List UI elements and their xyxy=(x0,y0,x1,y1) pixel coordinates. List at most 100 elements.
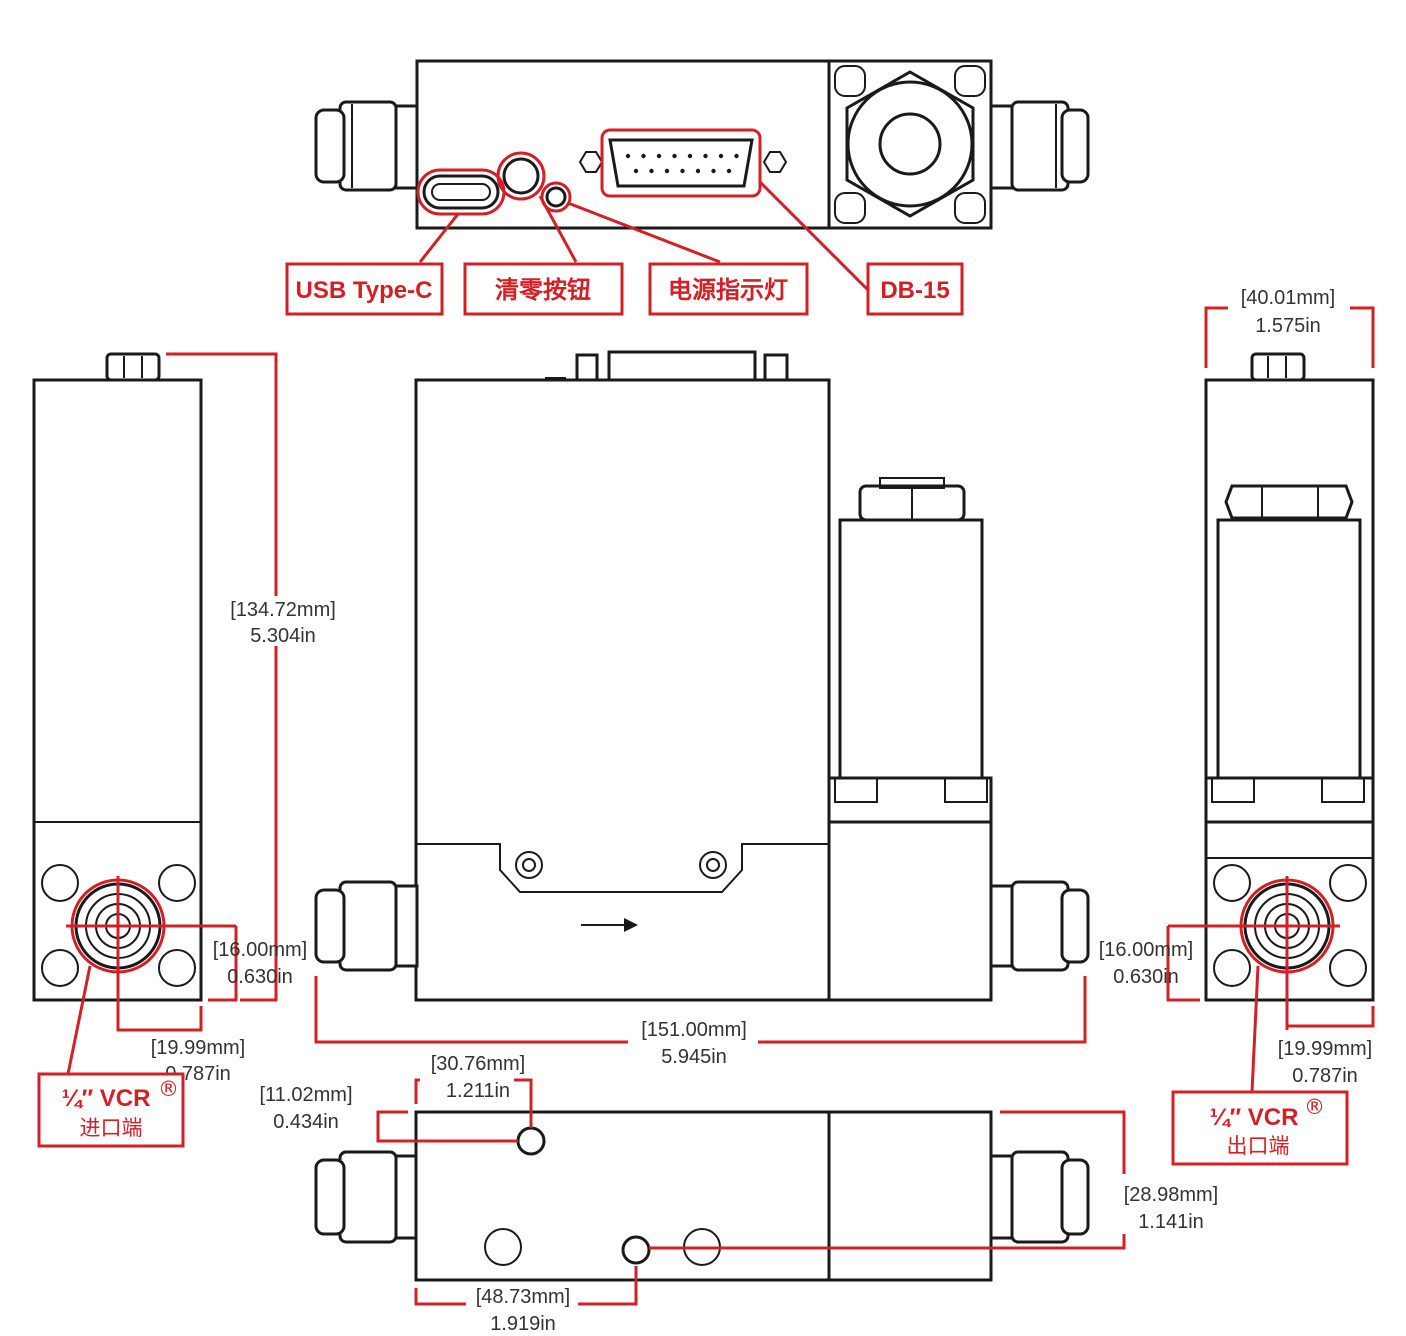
usb-leader xyxy=(418,213,460,263)
zero-leader xyxy=(538,195,578,263)
callout-usb-c: USB Type-C xyxy=(285,262,444,316)
usb-c-port xyxy=(422,174,500,210)
inlet-reg-mark: ® xyxy=(158,1077,179,1101)
right-port-offset-dim xyxy=(1285,1002,1375,1028)
hole-x2-in: 1.919in xyxy=(490,1313,556,1335)
left-port-height-mm: [16.00mm] xyxy=(213,939,307,961)
db15-pin xyxy=(641,153,646,159)
hole-x2-dim-left xyxy=(414,1288,466,1306)
outlet-callout xyxy=(1171,1090,1349,1166)
front-main-body xyxy=(414,378,831,1002)
db15-pin xyxy=(695,168,701,174)
left-top-connector xyxy=(105,352,161,382)
front-top-stud-right xyxy=(763,353,789,382)
left-side-view: [134.72mm] 5.304in [16.00mm] 0.630in [19… xyxy=(32,352,336,1148)
zero-highlight xyxy=(496,151,546,201)
right-valve-coil xyxy=(1216,518,1362,780)
db15-pin xyxy=(687,153,693,159)
db15-screw-right xyxy=(762,151,788,173)
hole-x1-dim-left xyxy=(414,1078,420,1104)
right-port-height-dim xyxy=(1166,926,1200,1002)
width-mm: [40.01mm] xyxy=(1241,287,1335,309)
front-valve-coil xyxy=(838,518,984,780)
length-mm: [151.00mm] xyxy=(641,1019,747,1041)
left-port-offset-dim xyxy=(116,1002,203,1032)
left-port-offset-mm: [19.99mm] xyxy=(151,1037,245,1059)
height-dim-upper xyxy=(166,352,278,596)
db15-pin xyxy=(734,153,739,159)
left-port-height-in: 0.630in xyxy=(227,966,293,988)
right-port-offset-in: 0.787in xyxy=(1292,1065,1358,1087)
callout-zero-text: 清零按钮 xyxy=(495,276,591,304)
db15-pin xyxy=(718,153,724,159)
front-left-fitting xyxy=(314,880,419,972)
flow-arrow-head xyxy=(624,918,638,932)
length-dim-right xyxy=(758,976,1087,1044)
right-valve-nut xyxy=(1224,484,1354,520)
outlet-reg-mark: ® xyxy=(1304,1095,1325,1119)
usb-c-inner xyxy=(431,183,491,201)
front-valve-flange xyxy=(827,776,993,824)
right-port-height-mm: [16.00mm] xyxy=(1099,939,1193,961)
top-right-fitting xyxy=(989,100,1090,192)
outlet-port xyxy=(1168,876,1340,1030)
hole-x2-mm: [48.73mm] xyxy=(476,1286,570,1308)
front-view: [151.00mm] 5.945in xyxy=(314,350,1090,1068)
callout-db15: DB-15 xyxy=(866,262,964,316)
db15-pins xyxy=(625,153,739,174)
bottom-valve-block xyxy=(827,1110,993,1282)
led-leader xyxy=(567,201,721,264)
hole-x1-mm: [30.76mm] xyxy=(431,1053,525,1075)
right-port-offset-mm: [19.99mm] xyxy=(1278,1038,1372,1060)
front-right-fitting xyxy=(989,880,1090,972)
outlet-size: ¼″ VCR xyxy=(1210,1104,1299,1131)
callout-power-led: 电源指示灯 xyxy=(648,262,809,316)
callout-led-text: 电源指示灯 xyxy=(668,276,788,304)
db15-connector xyxy=(608,138,754,188)
db15-pin xyxy=(633,168,639,174)
bottom-left-fitting xyxy=(314,1150,419,1244)
hole-y2-dim-lower xyxy=(649,1234,1126,1250)
top-valve-hex xyxy=(834,65,986,224)
front-top-connector xyxy=(607,350,757,382)
left-port-height-dim xyxy=(208,926,238,1002)
callout-usb-c-text: USB Type-C xyxy=(296,277,433,304)
db15-pin xyxy=(656,153,662,159)
hole-y2-dim-upper xyxy=(1000,1110,1126,1174)
hole-y1-mm: [11.02mm] xyxy=(260,1084,353,1106)
db15-pin xyxy=(664,168,670,174)
power-led xyxy=(545,186,567,208)
right-port-height-in: 0.630in xyxy=(1113,966,1179,988)
length-in: 5.945in xyxy=(661,1046,727,1068)
db15-pin xyxy=(649,168,654,174)
outlet-label: 出口端 xyxy=(1227,1134,1290,1158)
db15-pin xyxy=(680,168,685,174)
front-top-stud-left xyxy=(575,353,599,382)
callout-db15-text: DB-15 xyxy=(880,277,949,304)
hole-x1-dim-right xyxy=(514,1078,533,1128)
db15-leader xyxy=(758,180,870,292)
hole-y1-dim xyxy=(376,1110,518,1143)
hole-x2-dim-right xyxy=(578,1266,638,1306)
height-in: 5.304in xyxy=(250,625,316,647)
hole-y2-in: 1.141in xyxy=(1138,1211,1204,1233)
height-mm: [134.72mm] xyxy=(230,599,336,621)
db15-pin xyxy=(711,168,716,174)
hole-y2-mm: [28.98mm] xyxy=(1124,1184,1218,1206)
outlet-leader xyxy=(1250,965,1260,1093)
db15-pin xyxy=(672,153,677,159)
width-in: 1.575in xyxy=(1255,315,1321,337)
inlet-port xyxy=(66,876,236,1030)
top-view: USB Type-C 清零按钮 电源指示灯 DB-15 xyxy=(285,59,1090,316)
front-plate xyxy=(416,843,829,893)
right-top-connector xyxy=(1250,352,1306,382)
hole-x1-in: 1.211in xyxy=(446,1080,510,1102)
db15-pin xyxy=(726,168,732,174)
width-dim-left xyxy=(1204,306,1228,368)
right-valve-flange xyxy=(1204,776,1375,824)
bottom-right-fitting xyxy=(989,1150,1090,1244)
width-dim-right xyxy=(1350,306,1375,368)
inlet-callout xyxy=(37,1072,185,1148)
db15-pin xyxy=(703,153,708,159)
